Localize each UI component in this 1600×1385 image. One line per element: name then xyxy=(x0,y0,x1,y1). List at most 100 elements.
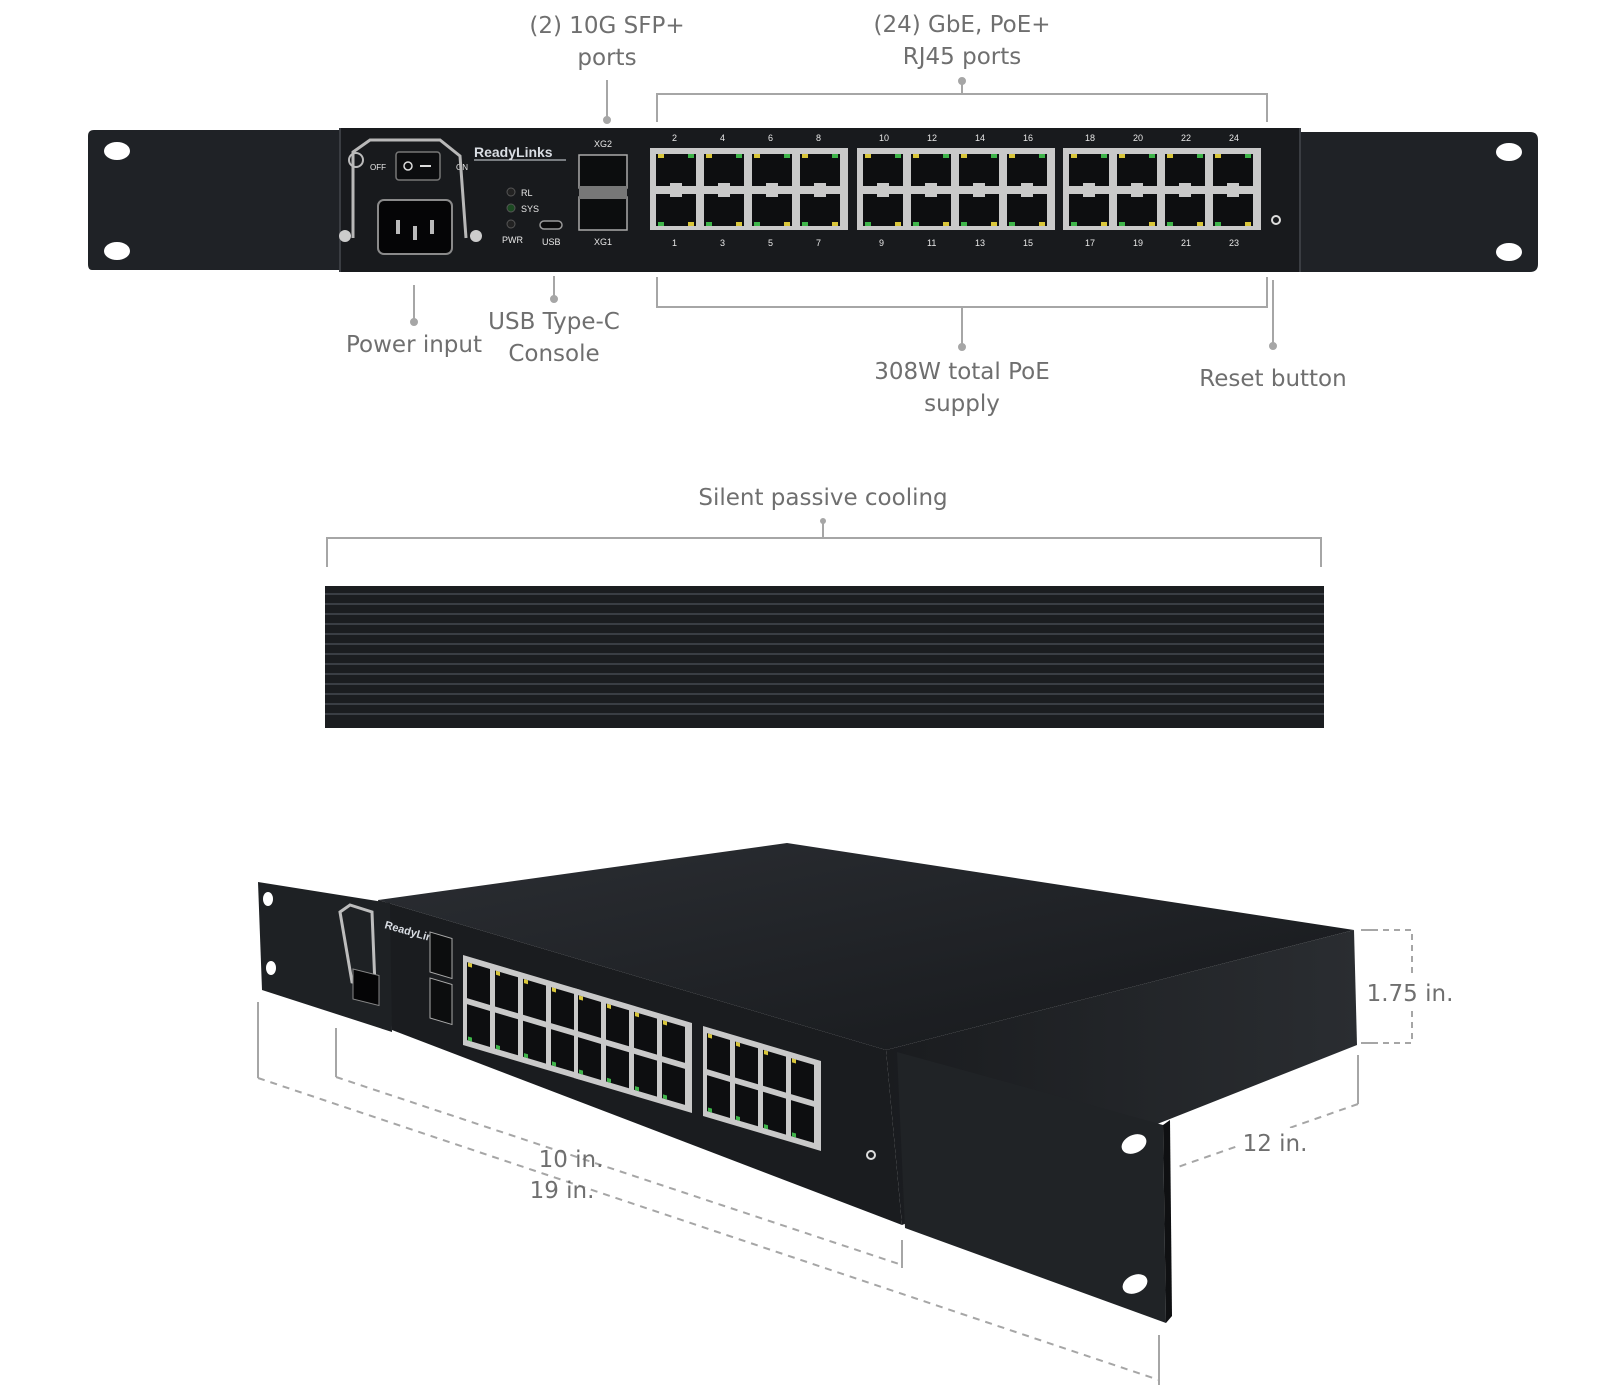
rack-width-dimension-label: 19 in. xyxy=(529,1178,595,1204)
rj45-port xyxy=(704,194,744,226)
rj45-port xyxy=(752,194,792,226)
rj45-port xyxy=(800,154,840,186)
port-number-top: 14 xyxy=(975,133,985,143)
reset-button xyxy=(1271,215,1281,225)
poe-callout-line1: 308W total PoE xyxy=(874,359,1050,385)
sfp-cages-3d xyxy=(429,931,453,1026)
rj45-port xyxy=(959,154,999,186)
front-view: OFF ON ReadyLinks RL SYS PWR USB XG2 XG1… xyxy=(88,128,1538,272)
heatsink-view xyxy=(325,518,1324,728)
mount-hole xyxy=(1496,243,1522,261)
port-block-3d xyxy=(703,1026,821,1151)
port-number-bottom: 23 xyxy=(1229,238,1239,248)
sfp-cage-xg1 xyxy=(578,196,628,231)
switch-off-label: OFF xyxy=(370,163,386,172)
cooling-fins xyxy=(325,593,1324,715)
led-pwr-label: PWR xyxy=(502,235,523,245)
rj45-port xyxy=(863,194,903,226)
sfp-ports-callout: (2) 10G SFP+ ports xyxy=(529,10,684,74)
rj45-port xyxy=(752,154,792,186)
port-number-top: 22 xyxy=(1181,133,1191,143)
usb-callout-line2: Console xyxy=(508,341,600,367)
rj45-port xyxy=(959,194,999,226)
reset-button-callout: Reset button xyxy=(1199,366,1347,392)
port-block-3d xyxy=(574,988,692,1113)
power-input-callout: Power input xyxy=(345,332,483,358)
port-number-bottom: 11 xyxy=(927,238,936,248)
rj45-ports-callout: (24) GbE, PoE+ RJ45 ports xyxy=(873,9,1050,73)
rj45-port xyxy=(1213,154,1253,186)
led-rl-label: RL xyxy=(521,188,533,198)
port-number-bottom: 3 xyxy=(720,238,725,248)
sfp-cage-xg2 xyxy=(578,154,628,189)
rj45-callout-line2: RJ45 ports xyxy=(902,44,1022,70)
port-block-3d xyxy=(463,955,581,1080)
perspective-view: ReadyLinks xyxy=(258,843,1357,1323)
rj45-port xyxy=(704,154,744,186)
height-dimension-label: 1.75 in. xyxy=(1363,978,1457,1010)
rj45-port xyxy=(656,194,696,226)
port-number-bottom: 13 xyxy=(975,238,985,248)
right-rack-ear-3d xyxy=(897,1052,1166,1323)
sfp-top-label: XG2 xyxy=(594,139,612,149)
port-number-bottom: 15 xyxy=(1023,238,1033,248)
rj45-port xyxy=(656,154,696,186)
usb-console-callout: USB Type-C Console xyxy=(488,306,620,370)
rj45-port xyxy=(1213,194,1253,226)
passive-cooling-callout: Silent passive cooling xyxy=(698,485,948,511)
usb-callout-line1: USB Type-C xyxy=(488,309,620,335)
sfp-callout-line1: (2) 10G SFP+ xyxy=(529,13,685,39)
power-switch xyxy=(395,151,441,181)
port-number-top: 8 xyxy=(816,133,821,143)
led-sys-label: SYS xyxy=(521,204,539,214)
inner-width-dimension-label: 10 in. xyxy=(538,1147,604,1173)
port-number-bottom: 21 xyxy=(1181,238,1191,248)
right-rack-ear xyxy=(1300,132,1538,272)
mount-hole xyxy=(104,142,130,160)
rj45-port xyxy=(911,154,951,186)
brand-logo: ReadyLinks xyxy=(474,144,553,160)
port-number-bottom: 5 xyxy=(768,238,773,248)
depth-dimension-label: 12 in. xyxy=(1239,1128,1311,1160)
rj45-port xyxy=(1117,154,1157,186)
rj45-port xyxy=(1117,194,1157,226)
chassis-top xyxy=(378,843,1354,1050)
mount-hole xyxy=(104,242,130,260)
rj45-port xyxy=(911,194,951,226)
rj45-callout-line1: (24) GbE, PoE+ xyxy=(873,12,1051,38)
port-number-top: 24 xyxy=(1229,133,1239,143)
sfp-bottom-label: XG1 xyxy=(594,237,612,247)
mount-hole xyxy=(1496,143,1522,161)
sfp-callout-line2: ports xyxy=(577,45,637,71)
port-number-bottom: 9 xyxy=(879,238,884,248)
poe-callout-line2: supply xyxy=(924,391,1000,417)
front-callout-lines xyxy=(410,77,1277,351)
port-number-top: 16 xyxy=(1023,133,1033,143)
port-number-top: 18 xyxy=(1085,133,1095,143)
port-number-top: 4 xyxy=(720,133,725,143)
usb-port-label: USB xyxy=(542,237,561,247)
port-number-top: 2 xyxy=(672,133,677,143)
port-number-bottom: 7 xyxy=(816,238,821,248)
port-number-bottom: 19 xyxy=(1133,238,1143,248)
rj45-port xyxy=(863,154,903,186)
rj45-port xyxy=(1007,154,1047,186)
rj45-port xyxy=(800,194,840,226)
rj45-port xyxy=(1165,194,1205,226)
port-number-top: 10 xyxy=(879,133,889,143)
rj45-port-grid-3d xyxy=(429,931,821,1151)
usb-c-port xyxy=(539,220,563,230)
left-rack-ear xyxy=(88,130,340,270)
port-number-bottom: 1 xyxy=(672,238,677,248)
rj45-port xyxy=(1007,194,1047,226)
rj45-port xyxy=(1069,194,1109,226)
rj45-port xyxy=(1165,154,1205,186)
port-number-top: 12 xyxy=(927,133,937,143)
rj45-port xyxy=(1069,154,1109,186)
port-number-top: 20 xyxy=(1133,133,1143,143)
port-number-bottom: 17 xyxy=(1085,238,1095,248)
poe-supply-callout: 308W total PoE supply xyxy=(874,356,1050,420)
port-number-top: 6 xyxy=(768,133,773,143)
